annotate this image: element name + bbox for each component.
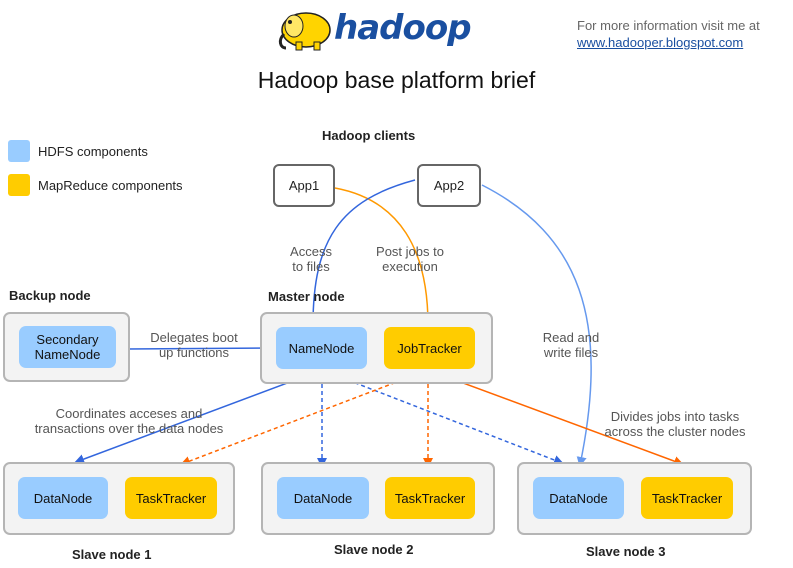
arrow-namenode-datanode3 bbox=[321, 369, 564, 465]
blog-link[interactable]: www.hadooper.blogspot.com bbox=[577, 35, 744, 50]
note-post-jobs: Post jobs to execution bbox=[376, 244, 444, 274]
note-divides: Divides jobs into tasks across the clust… bbox=[604, 409, 746, 439]
backup-node-label: Backup node bbox=[9, 288, 91, 303]
logo-wordmark: hadoop bbox=[334, 8, 472, 48]
app2-box: App2 bbox=[417, 164, 481, 207]
legend-mapreduce-swatch bbox=[8, 174, 30, 196]
note-coordinates: Coordinates acceses and transactions ove… bbox=[34, 406, 224, 436]
secondary-namenode: Secondary NameNode bbox=[19, 326, 116, 368]
datanode-1: DataNode bbox=[18, 477, 108, 519]
page-title: Hadoop base platform brief bbox=[257, 67, 536, 93]
legend-hdfs-swatch bbox=[8, 140, 30, 162]
jobtracker: JobTracker bbox=[384, 327, 475, 369]
tasktracker-3: TaskTracker bbox=[641, 477, 733, 519]
elephant-icon bbox=[278, 12, 331, 51]
datanode-3: DataNode bbox=[533, 477, 624, 519]
arrow-app2-datanode3 bbox=[481, 184, 592, 467]
backup-node-box: Secondary NameNode bbox=[3, 312, 130, 382]
legend-mapreduce-label: MapReduce components bbox=[38, 178, 183, 193]
namenode: NameNode bbox=[276, 327, 367, 369]
arrow-app1-jobtracker bbox=[334, 187, 433, 327]
slave-node-2-label: Slave node 2 bbox=[334, 542, 414, 557]
legend-hdfs-label: HDFS components bbox=[38, 144, 148, 159]
hadoop-logo: hadoop bbox=[276, 6, 476, 52]
arrow-namenode-secondary bbox=[116, 343, 277, 354]
arrow-jobtracker-tasktracker1 bbox=[180, 369, 429, 466]
tasktracker-1: TaskTracker bbox=[125, 477, 217, 519]
arrow-app2-namenode bbox=[308, 179, 416, 327]
arrow-namenode-datanode1 bbox=[74, 369, 323, 464]
info-text: For more information visit me at bbox=[577, 18, 760, 33]
arrow-jobtracker-tasktracker3 bbox=[427, 369, 684, 466]
note-access-files: Access to files bbox=[290, 244, 332, 274]
master-node-box: NameNode JobTracker bbox=[260, 312, 493, 384]
datanode-2: DataNode bbox=[277, 477, 369, 519]
slave-node-1-label: Slave node 1 bbox=[72, 547, 152, 562]
slave-node-3-label: Slave node 3 bbox=[586, 544, 666, 559]
clients-label: Hadoop clients bbox=[322, 128, 416, 143]
note-delegates: Delegates boot up functions bbox=[150, 330, 238, 360]
master-node-label: Master node bbox=[268, 289, 345, 304]
slave-node-2-box: DataNode TaskTracker bbox=[261, 462, 495, 535]
note-read-write: Read and write files bbox=[542, 330, 600, 360]
slave-node-3-box: DataNode TaskTracker bbox=[517, 462, 752, 535]
tasktracker-2: TaskTracker bbox=[385, 477, 475, 519]
app1-box: App1 bbox=[273, 164, 335, 207]
slave-node-1-box: DataNode TaskTracker bbox=[3, 462, 235, 535]
